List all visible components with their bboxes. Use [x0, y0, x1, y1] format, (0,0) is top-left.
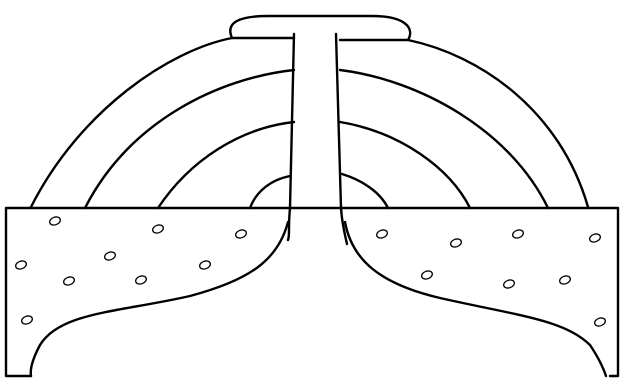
- crater-cap: [230, 16, 410, 40]
- inner-dome-left: [85, 70, 294, 208]
- pebble: [63, 276, 76, 287]
- pebble: [235, 229, 248, 240]
- pebble: [21, 315, 34, 326]
- pebble: [503, 279, 516, 290]
- pebble: [15, 260, 28, 271]
- pebble: [104, 251, 117, 262]
- pebble: [49, 216, 62, 227]
- pebble: [135, 275, 148, 286]
- magma-chamber-right: [345, 222, 606, 376]
- magma-chamber-left: [31, 222, 288, 376]
- pebble: [152, 224, 165, 235]
- pebble: [199, 260, 212, 271]
- pebble: [589, 233, 602, 244]
- middle-arch-left: [158, 122, 294, 208]
- outer-cone-right-flank: [408, 40, 588, 207]
- pebble: [421, 270, 434, 281]
- pebble: [594, 317, 607, 328]
- pebble: [512, 229, 525, 240]
- pebble: [376, 229, 389, 240]
- small-arch-right: [342, 174, 388, 208]
- small-arch-left: [250, 176, 290, 208]
- ground-pebbles: [15, 216, 607, 328]
- outer-cone-left-flank: [31, 38, 232, 207]
- central-vent-right-wall: [336, 34, 347, 244]
- pebble: [559, 275, 572, 286]
- ground-block: [6, 208, 618, 376]
- pebble: [450, 238, 463, 249]
- middle-arch-right: [340, 122, 470, 208]
